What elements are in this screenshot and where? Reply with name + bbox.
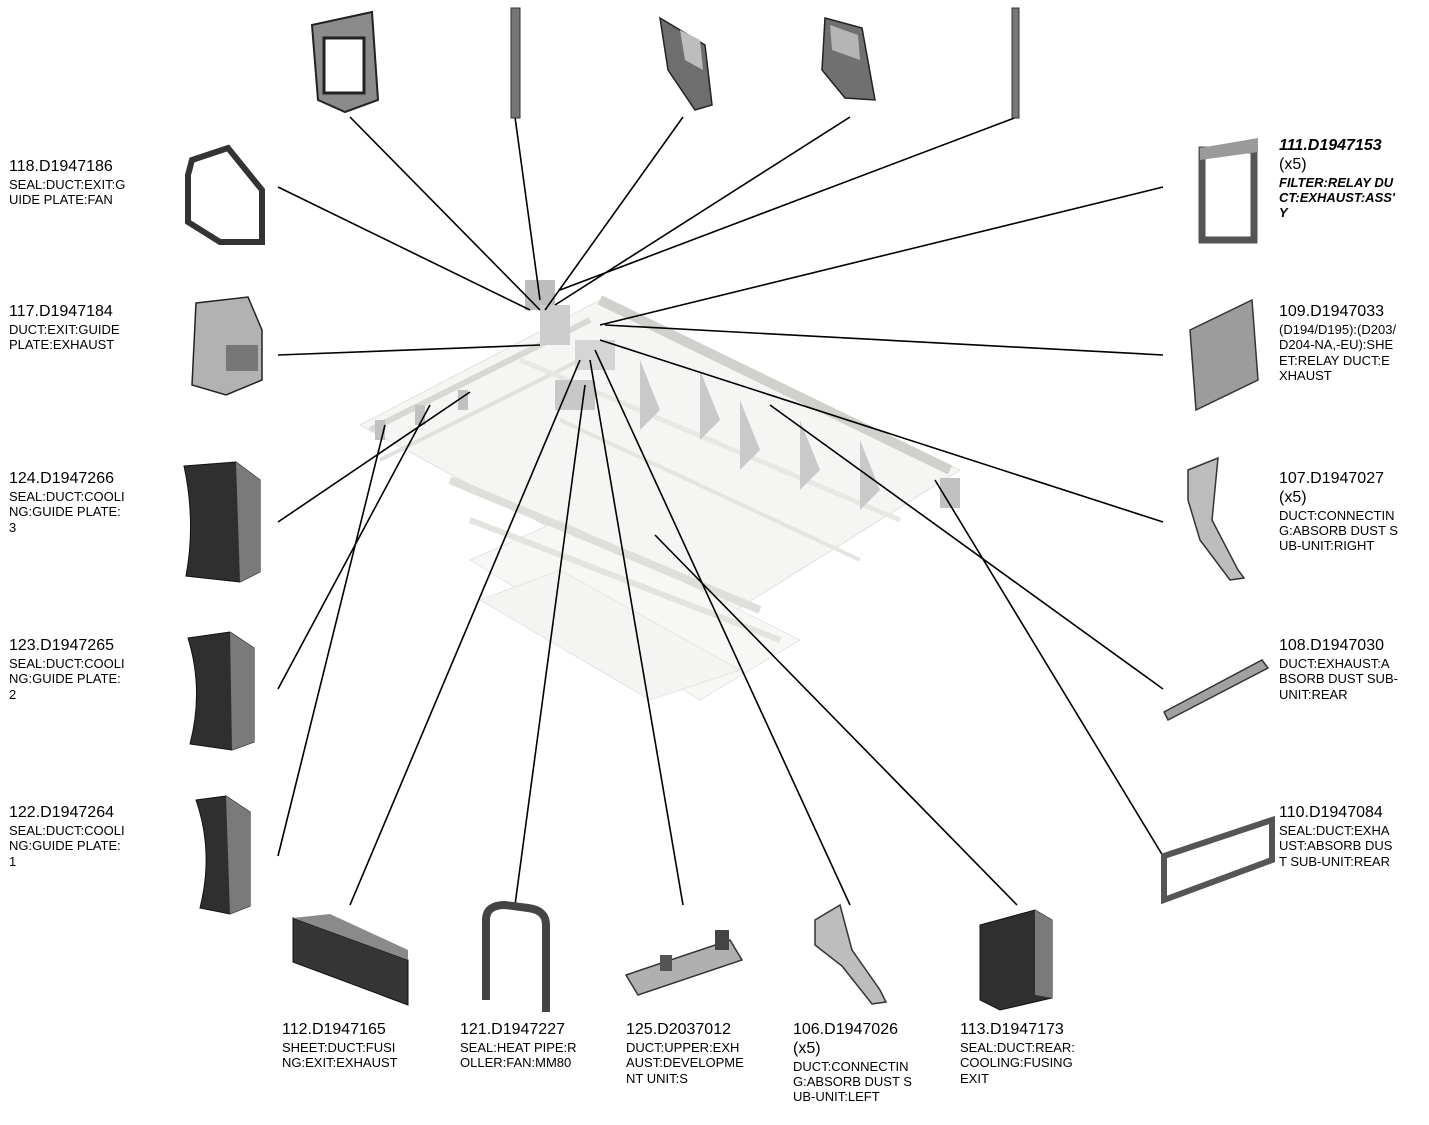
part-description: SEAL:HEAT PIPE:R OLLER:FAN:MM80 (460, 1039, 577, 1071)
part-description: SEAL:DUCT:EXIT:G UIDE PLATE:FAN (9, 176, 126, 208)
leader-124 (277, 391, 471, 523)
leader-112 (349, 359, 581, 906)
callout-123: 123.D1947265 SEAL:DUCT:COOLI NG:GUIDE PL… (9, 637, 169, 702)
leader-121 (514, 384, 586, 906)
part-code: 111.D1947153 (1279, 137, 1382, 154)
part-code: 117.D1947184 (9, 303, 113, 320)
part-description: DUCT:CONNECTIN G:ABSORB DUST S UB-UNIT:L… (793, 1058, 912, 1105)
part-description: DUCT:EXIT:GUIDE PLATE:EXHAUST (9, 321, 120, 353)
part-image-121 (482, 900, 550, 1012)
leader-107 (599, 339, 1164, 523)
callout-113: 113.D1947173 SEAL:DUCT:REAR: COOLING:FUS… (960, 1021, 1120, 1086)
part-code: 125.D2037012 (626, 1021, 731, 1038)
callout-121: 121.D1947227 SEAL:HEAT PIPE:R OLLER:FAN:… (460, 1021, 620, 1071)
part-code: 121.D1947227 (460, 1021, 565, 1038)
part-description: DUCT:UPPER:EXH AUST:DEVELOPME NT UNIT:S (626, 1039, 744, 1086)
part-quantity: (x5) (793, 1039, 821, 1057)
part-image-124 (183, 461, 261, 583)
leader-lines (277, 116, 1164, 906)
part-image-111 (1198, 138, 1258, 244)
part-image-118 (185, 144, 265, 245)
part-code: 124.D1947266 (9, 470, 114, 487)
callout-118: 118.D1947186 SEAL:DUCT:EXIT:G UIDE PLATE… (9, 158, 169, 208)
leader-125 (589, 359, 684, 906)
callout-124: 124.D1947266 SEAL:DUCT:COOLI NG:GUIDE PL… (9, 470, 169, 535)
leader-top-3 (544, 116, 684, 311)
leader-top-2 (514, 116, 541, 301)
part-code: 107.D1947027 (1279, 470, 1384, 487)
part-image-top-bracket (659, 16, 713, 111)
part-image-110 (1161, 815, 1275, 905)
leader-118 (277, 186, 531, 311)
leader-113 (654, 534, 1018, 906)
part-image-top-rod-1 (510, 7, 521, 119)
leader-110 (934, 479, 1164, 857)
part-image-106 (814, 903, 888, 1005)
callout-111: 111.D1947153 (x5) FILTER:RELAY DU CT:EXH… (1279, 137, 1427, 221)
part-description: SEAL:DUCT:REAR: COOLING:FUSING EXIT (960, 1039, 1075, 1086)
part-image-122 (195, 795, 251, 915)
part-description: SEAL:DUCT:EXHA UST:ABSORB DUS T SUB-UNIT… (1279, 822, 1393, 869)
part-code: 118.D1947186 (9, 158, 113, 175)
part-image-125 (624, 930, 744, 996)
part-code: 110.D1947084 (1279, 804, 1383, 821)
part-description: SEAL:DUCT:COOLI NG:GUIDE PLATE: 1 (9, 822, 125, 869)
part-code: 122.D1947264 (9, 804, 114, 821)
callout-125: 125.D2037012 DUCT:UPPER:EXH AUST:DEVELOP… (626, 1021, 786, 1086)
callout-108: 108.D1947030 DUCT:EXHAUST:A BSORB DUST S… (1279, 637, 1427, 702)
part-description: FILTER:RELAY DU CT:EXHAUST:ASS' Y (1279, 174, 1395, 221)
leader-top-5 (559, 116, 1018, 291)
leader-top-4 (554, 116, 851, 306)
part-quantity: (x5) (1279, 488, 1307, 506)
part-description: DUCT:EXHAUST:A BSORB DUST SUB- UNIT:REAR (1279, 655, 1398, 702)
part-code: 108.D1947030 (1279, 637, 1384, 654)
part-image-109 (1189, 298, 1259, 412)
part-description: (D194/D195):(D203/ D204-NA,-EU):SHE ET:R… (1279, 321, 1397, 383)
part-quantity: (x5) (1279, 155, 1307, 173)
leader-122 (277, 424, 386, 857)
leader-106 (594, 349, 851, 906)
callout-122: 122.D1947264 SEAL:DUCT:COOLI NG:GUIDE PL… (9, 804, 169, 869)
leader-108 (769, 404, 1164, 690)
part-image-top-frame (310, 10, 380, 114)
part-image-top-rod-2 (1011, 7, 1020, 119)
part-image-112 (292, 914, 409, 1006)
callout-112: 112.D1947165 SHEET:DUCT:FUSI NG:EXIT:EXH… (282, 1021, 442, 1071)
part-image-123 (187, 631, 255, 751)
callout-117: 117.D1947184 DUCT:EXIT:GUIDE PLATE:EXHAU… (9, 303, 169, 353)
callout-107: 107.D1947027 (x5) DUCT:CONNECTIN G:ABSOR… (1279, 470, 1427, 554)
leader-109 (604, 324, 1164, 356)
part-code: 106.D1947026 (793, 1021, 898, 1038)
part-code: 112.D1947165 (282, 1021, 386, 1038)
part-image-107 (1187, 456, 1246, 581)
part-image-top-duct (821, 17, 876, 101)
part-code: 123.D1947265 (9, 637, 114, 654)
part-description: SEAL:DUCT:COOLI NG:GUIDE PLATE: 2 (9, 655, 125, 702)
part-description: DUCT:CONNECTIN G:ABSORB DUST S UB-UNIT:R… (1279, 507, 1398, 554)
part-description: SHEET:DUCT:FUSI NG:EXIT:EXHAUST (282, 1039, 398, 1071)
part-image-108 (1163, 659, 1270, 722)
leader-top-1 (349, 116, 541, 311)
part-description: SEAL:DUCT:COOLI NG:GUIDE PLATE: 3 (9, 488, 125, 535)
leader-117 (277, 344, 541, 356)
part-code: 109.D1947033 (1279, 303, 1384, 320)
callout-109: 109.D1947033 (D194/D195):(D203/ D204-NA,… (1279, 303, 1427, 383)
part-code: 113.D1947173 (960, 1021, 1064, 1038)
part-image-117 (191, 296, 263, 396)
callout-106: 106.D1947026 (x5) DUCT:CONNECTIN G:ABSOR… (793, 1021, 953, 1105)
leader-111 (599, 186, 1164, 326)
part-image-113 (979, 909, 1053, 1011)
callout-110: 110.D1947084 SEAL:DUCT:EXHA UST:ABSORB D… (1279, 804, 1427, 869)
